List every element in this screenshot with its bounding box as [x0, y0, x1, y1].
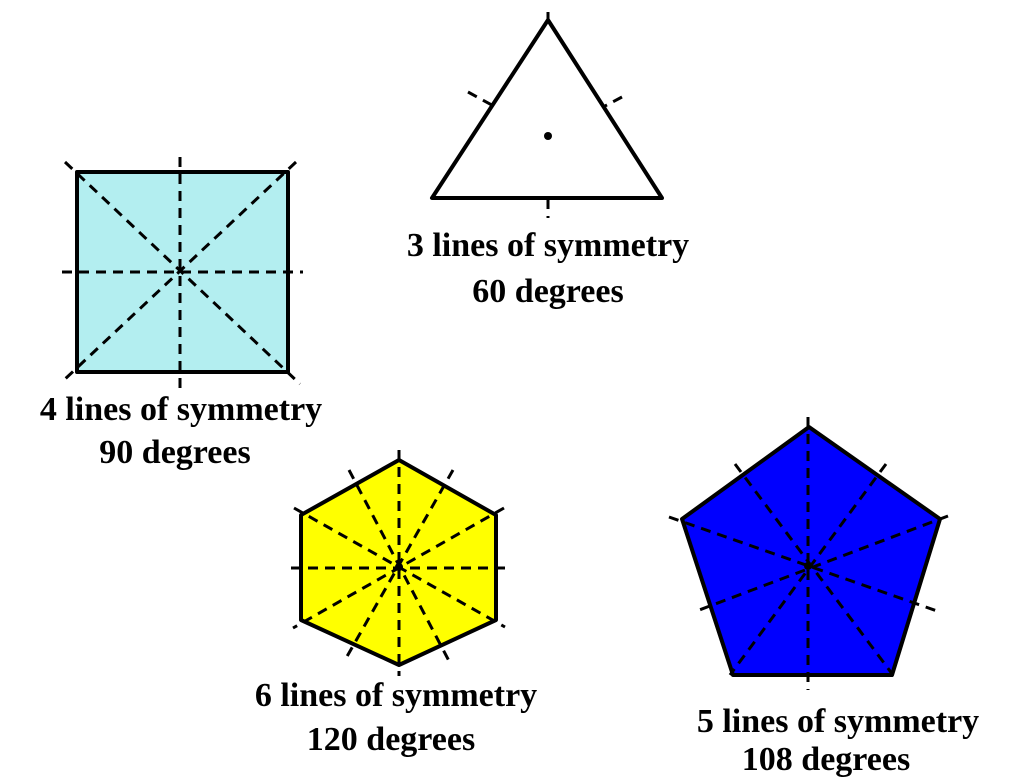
pentagon-figure: 5 lines of symmetry 108 degrees — [668, 417, 979, 778]
square-sym-line-3 — [63, 160, 302, 386]
square-angle-label: 90 degrees — [99, 434, 250, 471]
square-symmetry-lines — [62, 157, 303, 388]
hexagon-figure: 6 lines of symmetry 120 degrees — [255, 450, 537, 758]
square-sym-line-4 — [62, 160, 298, 382]
triangle-figure: 3 lines of symmetry 60 degrees — [407, 12, 689, 310]
square-label: 4 lines of symmetry — [40, 391, 322, 428]
triangle-angle-label: 60 degrees — [472, 273, 623, 310]
pentagon-shape — [680, 425, 942, 677]
pentagon-sym-line-5 — [728, 463, 888, 676]
square-figure: 4 lines of symmetry 90 degrees — [40, 157, 322, 471]
pentagon-center-dot — [804, 562, 812, 570]
triangle-shape — [430, 18, 664, 200]
hexagon-angle-label: 120 degrees — [307, 721, 475, 758]
pentagon-sym-line-4 — [733, 463, 895, 676]
hexagon-label: 6 lines of symmetry — [255, 677, 537, 714]
pentagon-angle-label: 108 degrees — [742, 741, 910, 778]
pentagon-label: 5 lines of symmetry — [697, 703, 979, 740]
triangle-label: 3 lines of symmetry — [407, 227, 689, 264]
hexagon-center-dot — [395, 563, 403, 571]
triangle-center-dot — [544, 132, 552, 140]
pentagon-sym-line-3 — [693, 514, 949, 614]
